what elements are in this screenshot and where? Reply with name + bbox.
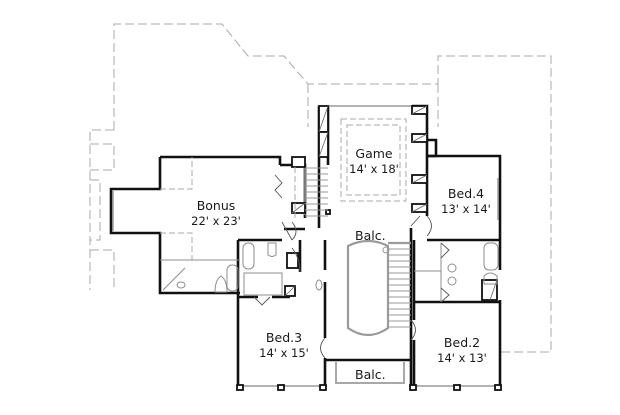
room-name: Game: [355, 146, 393, 161]
room-name: Bonus: [196, 198, 236, 213]
stair-railing: [346, 239, 411, 337]
main-stair: [305, 167, 411, 328]
balcony-label-upper: Balc.: [355, 228, 386, 243]
game-tray-ceiling: [340, 118, 407, 202]
room-dimensions: 14' x 13': [437, 350, 487, 365]
door-swings: [253, 174, 450, 359]
room-name: Bed.4: [447, 186, 485, 201]
room-dimensions: 22' x 23': [191, 213, 241, 228]
room-name: Bed.3: [265, 330, 303, 345]
room-label-bed4: Bed.4 13' x 14': [432, 186, 500, 216]
room-dimensions: 14' x 18': [349, 161, 399, 176]
room-name: Bed.2: [443, 335, 481, 350]
balcony-label-lower: Balc.: [355, 367, 386, 382]
shaft-hatch: [284, 105, 498, 301]
roofline-outline: [89, 23, 552, 353]
columns: [236, 209, 502, 391]
room-dimensions: 14' x 15': [259, 345, 309, 360]
bonus-dormers: [160, 157, 296, 260]
lower-balcony: [335, 362, 405, 384]
room-dimensions: 13' x 14': [441, 201, 491, 216]
room-label-bonus: Bonus 22' x 23': [178, 198, 254, 228]
room-label-bed2: Bed.2 14' x 13': [428, 335, 496, 365]
bath-fixtures: [160, 242, 499, 302]
room-label-game: Game 14' x 18': [340, 146, 408, 176]
room-label-bed3: Bed.3 14' x 15': [250, 330, 318, 360]
